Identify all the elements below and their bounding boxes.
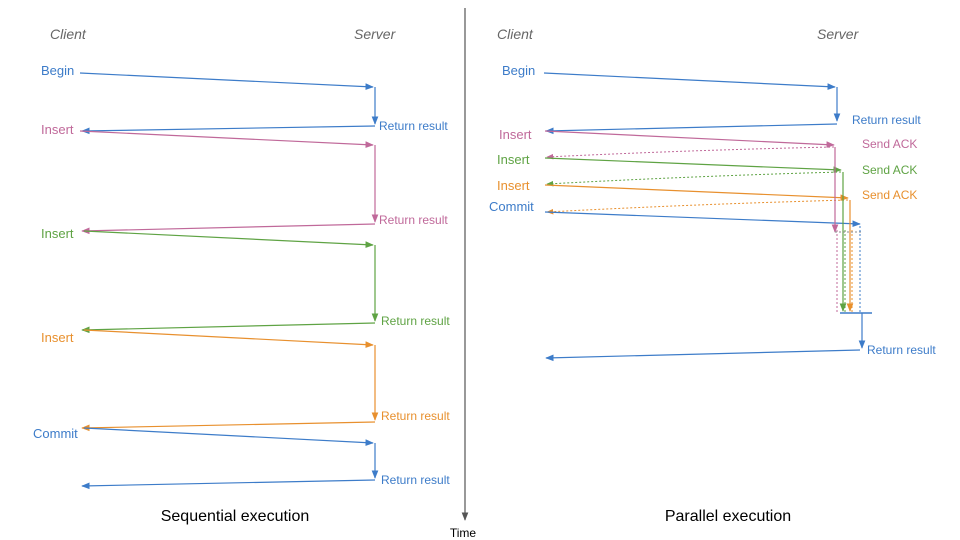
sequential-diagram: Client Server Begin Return result Insert…: [33, 26, 450, 525]
par-commit-result: Return result: [867, 343, 936, 357]
seq-request-arrow: [83, 427, 374, 446]
par-insert-request-arrow: [544, 157, 842, 174]
seq-return-result: Return result: [379, 119, 448, 133]
seq-response-arrow: [81, 479, 376, 490]
seq-response-arrow: [81, 322, 376, 334]
seq-server-header: Server: [354, 26, 397, 42]
seq-return-result: Return result: [379, 213, 448, 227]
seq-request-arrow: [83, 329, 374, 348]
seq-request-arrow: [79, 72, 374, 90]
par-insert-label: Insert: [499, 127, 532, 142]
par-insert-label: Insert: [497, 178, 530, 193]
par-begin-label: Begin: [502, 63, 535, 78]
par-send-ack: Send ACK: [862, 137, 917, 151]
par-client-header: Client: [497, 26, 534, 42]
seq-op-label: Insert: [41, 226, 74, 241]
par-commit-response-arrow: [545, 349, 861, 362]
par-ack-arrow: [546, 146, 835, 160]
seq-op-label: Begin: [41, 63, 74, 78]
seq-return-result: Return result: [381, 409, 450, 423]
seq-client-header: Client: [50, 26, 87, 42]
par-begin-result: Return result: [852, 113, 921, 127]
par-ack-arrow: [546, 199, 849, 215]
par-insert-request-arrow: [544, 184, 849, 202]
parallel-diagram: Client Server Begin Return result Insert…: [489, 26, 936, 525]
seq-response-arrow: [81, 223, 376, 235]
seq-op-label: Insert: [41, 330, 74, 345]
par-caption: Parallel execution: [665, 508, 791, 525]
time-label: Time: [450, 526, 477, 540]
seq-response-arrow: [81, 421, 376, 432]
seq-caption: Sequential execution: [161, 508, 310, 525]
seq-request-arrow: [79, 130, 374, 148]
par-begin-response-arrow: [545, 123, 838, 135]
seq-op-label: Insert: [41, 122, 74, 137]
seq-return-result: Return result: [381, 314, 450, 328]
par-insert-request-arrow: [544, 130, 835, 148]
par-send-ack: Send ACK: [862, 163, 917, 177]
par-ack-arrow: [546, 171, 842, 187]
par-server-header: Server: [817, 26, 860, 42]
par-commit-label: Commit: [489, 199, 534, 214]
seq-op-label: Commit: [33, 426, 78, 441]
seq-request-arrow: [83, 230, 374, 248]
par-send-ack: Send ACK: [862, 188, 917, 202]
par-commit-request-arrow: [544, 211, 861, 228]
par-begin-request-arrow: [543, 72, 836, 90]
seq-return-result: Return result: [381, 473, 450, 487]
seq-response-arrow: [81, 125, 376, 135]
par-insert-label: Insert: [497, 152, 530, 167]
